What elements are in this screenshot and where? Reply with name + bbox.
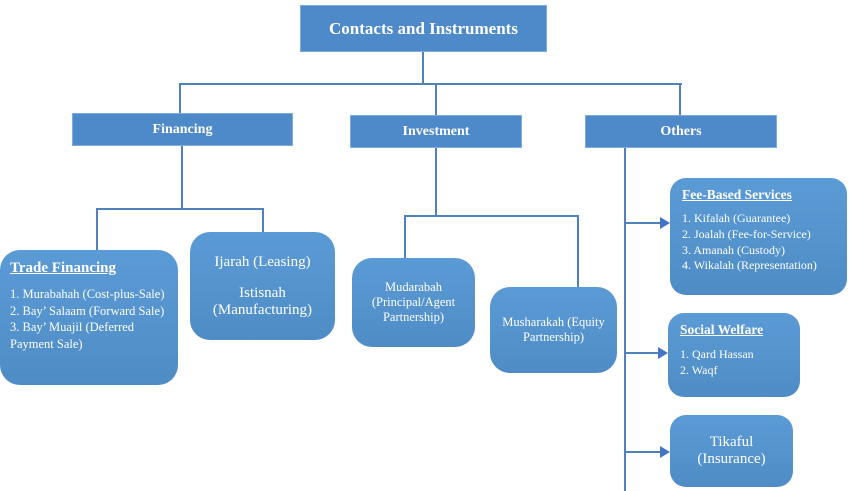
list-item: 1. Murabahah (Cost-plus-Sale) xyxy=(10,287,165,301)
branch-node-others: Others xyxy=(585,115,777,148)
connector-drop-others xyxy=(679,83,681,116)
connector-drop-trade-financing xyxy=(96,208,98,250)
leaf-node-social-welfare: Social Welfare 1. Qard Hassan 2. Waqf xyxy=(668,313,800,397)
connector-drop-investment xyxy=(435,83,437,116)
list-item: 1. Kifalah (Guarantee) xyxy=(682,211,791,225)
ijarah-line: Ijarah (Leasing) xyxy=(214,253,311,270)
list-item: 2. Joalah (Fee-for-Service) xyxy=(682,226,811,241)
arrow-right-icon xyxy=(660,446,670,458)
tikaful-label: Tikaful (Insurance) xyxy=(697,434,766,467)
istisnah-line: Istisnah (Manufacturing) xyxy=(212,284,313,318)
list-item: 1. Qard Hassan xyxy=(680,347,754,361)
list-item: 2. Bay’ Salaam (Forward Sale) xyxy=(10,303,165,318)
connector-financing-stem xyxy=(181,146,183,208)
social-welfare-list: 1. Qard Hassan 2. Waqf xyxy=(680,347,794,379)
investment-label: Investment xyxy=(402,123,470,139)
connector-arrow-tikaful-line xyxy=(624,451,661,453)
arrow-right-icon xyxy=(658,347,668,359)
connector-drop-financing xyxy=(179,83,181,114)
financing-label: Financing xyxy=(152,121,213,137)
branch-node-investment: Investment xyxy=(350,115,522,148)
connector-top-horizontal xyxy=(179,83,682,85)
leaf-node-ijarah-istisnah: Ijarah (Leasing) Istisnah (Manufacturing… xyxy=(190,232,335,340)
leaf-node-mudarabah: Mudarabah (Principal/Agent Partnership) xyxy=(352,258,475,347)
fee-based-list: 1. Kifalah (Guarantee) 2. Joalah (Fee-fo… xyxy=(682,211,841,274)
leaf-node-tikaful: Tikaful (Insurance) xyxy=(670,415,793,487)
connector-investment-stem xyxy=(435,148,437,215)
trade-financing-title: Trade Financing xyxy=(10,260,116,276)
connector-arrow-fee-based-line xyxy=(624,222,661,224)
connector-investment-horizontal xyxy=(404,215,579,217)
connector-others-stem xyxy=(624,148,626,491)
list-item: 3. Bay’ Muajil (Deferred Payment Sale) xyxy=(10,320,135,351)
connector-drop-ijarah xyxy=(262,208,264,232)
connector-financing-horizontal xyxy=(96,208,264,210)
branch-node-financing: Financing xyxy=(72,113,293,146)
list-item: 4. Wikalah (Representation) xyxy=(682,258,817,273)
trade-financing-list: 1. Murabahah (Cost-plus-Sale) 2. Bay’ Sa… xyxy=(10,286,170,352)
leaf-node-fee-based-services: Fee-Based Services 1. Kifalah (Guarantee… xyxy=(670,178,847,295)
connector-drop-mudarabah xyxy=(404,215,406,258)
social-welfare-title: Social Welfare xyxy=(680,322,764,337)
leaf-node-trade-financing: Trade Financing 1. Murabahah (Cost-plus-… xyxy=(0,250,178,385)
list-item: 2. Waqf xyxy=(680,362,718,377)
mudarabah-label: Mudarabah (Principal/Agent Partnership) xyxy=(371,280,456,324)
others-label: Others xyxy=(660,123,702,139)
leaf-node-musharakah: Musharakah (Equity Partnership) xyxy=(490,287,617,373)
root-node-contacts-and-instruments: Contacts and Instruments xyxy=(300,5,547,52)
list-item: 3. Amanah (Custody) xyxy=(682,242,785,257)
musharakah-label: Musharakah (Equity Partnership) xyxy=(502,315,605,344)
fee-based-title: Fee-Based Services xyxy=(682,187,792,202)
connector-root-drop xyxy=(422,52,424,83)
connector-drop-musharakah xyxy=(577,215,579,287)
connector-arrow-social-welfare-line xyxy=(624,352,659,354)
root-title: Contacts and Instruments xyxy=(329,18,518,38)
arrow-right-icon xyxy=(660,217,670,229)
